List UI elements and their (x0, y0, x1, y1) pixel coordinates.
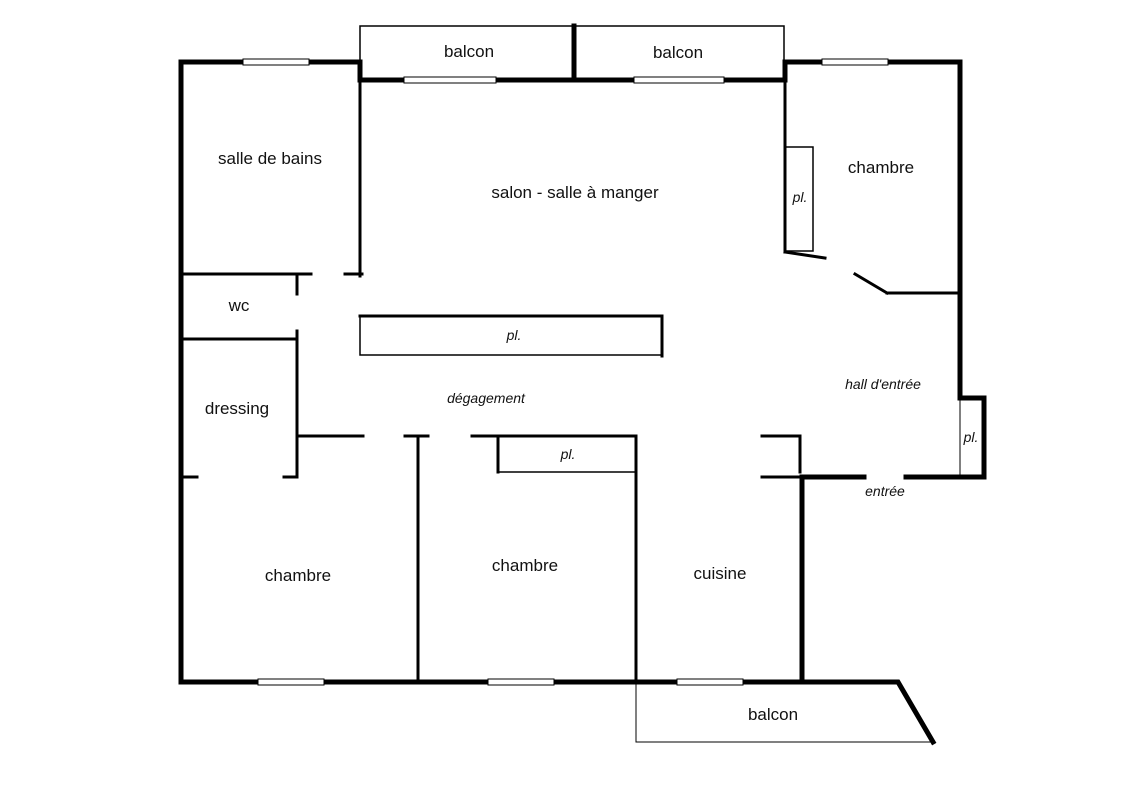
interior-walls (179, 78, 962, 684)
windows (242, 58, 889, 686)
room-label-chambre-bottom-mid: chambre (492, 556, 558, 575)
room-label-entree: entrée (865, 483, 905, 499)
room-label-cuisine: cuisine (694, 564, 747, 583)
room-label-salle-de-bains: salle de bains (218, 149, 322, 168)
closets (358, 146, 961, 477)
room-label-chambre-bottom-left: chambre (265, 566, 331, 585)
room-label-chambre-top-right: chambre (848, 158, 914, 177)
closet-label-chambre-bottom-mid: pl. (560, 446, 576, 462)
closet-label-chambre-top-right: pl. (792, 189, 808, 205)
room-label-salon: salon - salle à manger (491, 183, 659, 202)
room-label-balcon-bottom: balcon (748, 705, 798, 724)
room-label-hall: hall d'entrée (845, 376, 921, 392)
room-label-balcon-top-right: balcon (653, 43, 703, 62)
balcony-top (359, 23, 785, 81)
room-label-degagement: dégagement (447, 390, 526, 406)
room-label-dressing: dressing (205, 399, 269, 418)
balcony-bottom (635, 682, 933, 743)
closet-label-hall: pl. (963, 429, 979, 445)
room-label-balcon-top-left: balcon (444, 42, 494, 61)
closet-label-salon: pl. (506, 327, 522, 343)
room-label-wc: wc (228, 296, 250, 315)
